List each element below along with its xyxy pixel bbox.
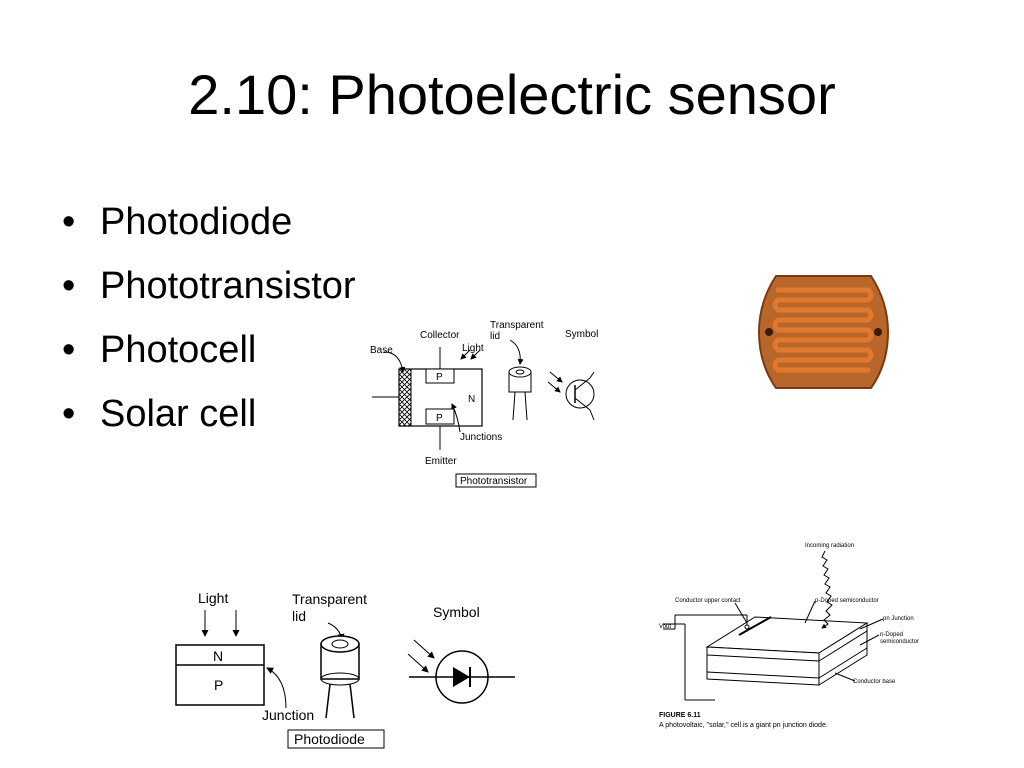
label-vout: Vout — [659, 624, 671, 630]
label-collector: Collector — [420, 330, 460, 341]
bullet-marker: • — [62, 329, 76, 371]
label-symbol: Symbol — [433, 604, 480, 620]
slide-title: 2.10: Photoelectric sensor — [188, 63, 836, 126]
bullet-item-photodiode: • Photodiode — [60, 190, 356, 254]
bullet-marker: • — [62, 393, 76, 435]
bullet-item-solar-cell: • Solar cell — [60, 382, 356, 446]
figure-caption: A photovoltaic, ''solar,'' cell is a gia… — [659, 722, 828, 729]
figure-label: FIGURE 6.11 — [659, 712, 701, 719]
bullet-item-phototransistor: • Phototransistor — [60, 254, 356, 318]
bullet-list: •Photodiode •Phototransistor •Photocell … — [60, 190, 356, 446]
bullet-marker: • — [62, 265, 76, 307]
photocell-image — [757, 275, 890, 389]
label-incoming-radiation: Incoming radiation — [805, 543, 854, 549]
label-p: P — [214, 677, 223, 693]
bullet-text: Photocell — [100, 329, 257, 371]
label-pn-junction: pn Junction — [883, 616, 914, 622]
label-p-bottom: P — [436, 413, 443, 424]
label-lid: lid — [490, 331, 500, 342]
phototransistor-figure: Base Collector Transparent lid Light Sym… — [370, 320, 598, 488]
label-semiconductor: semiconductor — [880, 639, 919, 645]
label-transparent: Transparent — [490, 320, 544, 331]
label-lid: lid — [292, 608, 306, 624]
label-conductor-base: Conductor base — [853, 679, 896, 685]
label-junction: Junction — [262, 707, 314, 723]
label-transparent: Transparent — [292, 591, 367, 607]
bullet-item-photocell: • Photocell — [60, 318, 356, 382]
label-base: Base — [370, 345, 393, 356]
label-light: Light — [462, 343, 484, 354]
label-p-doped: p-Doped semiconductor — [815, 598, 879, 604]
label-light: Light — [198, 590, 228, 606]
label-junctions: Junctions — [460, 432, 502, 443]
label-conductor-upper-contact: Conductor upper contact — [675, 598, 741, 604]
bullet-text: Photodiode — [100, 201, 293, 243]
label-symbol: Symbol — [565, 329, 598, 340]
caption-photodiode: Photodiode — [294, 731, 365, 747]
caption-phototransistor: Phototransistor — [460, 476, 528, 487]
bullet-text: Solar cell — [100, 393, 257, 435]
label-emitter: Emitter — [425, 456, 457, 467]
label-n: N — [213, 648, 223, 664]
label-p-top: P — [436, 372, 443, 383]
bullet-marker: • — [62, 201, 76, 243]
bullet-text: Phototransistor — [100, 265, 356, 307]
label-n: N — [468, 394, 475, 405]
label-n-doped: n-Doped — [880, 632, 903, 638]
solar-cell-figure: Incoming radiation Conductor upper conta… — [659, 543, 919, 729]
photodiode-figure: Light Transparent lid Symbol N P Junctio… — [175, 590, 515, 749]
